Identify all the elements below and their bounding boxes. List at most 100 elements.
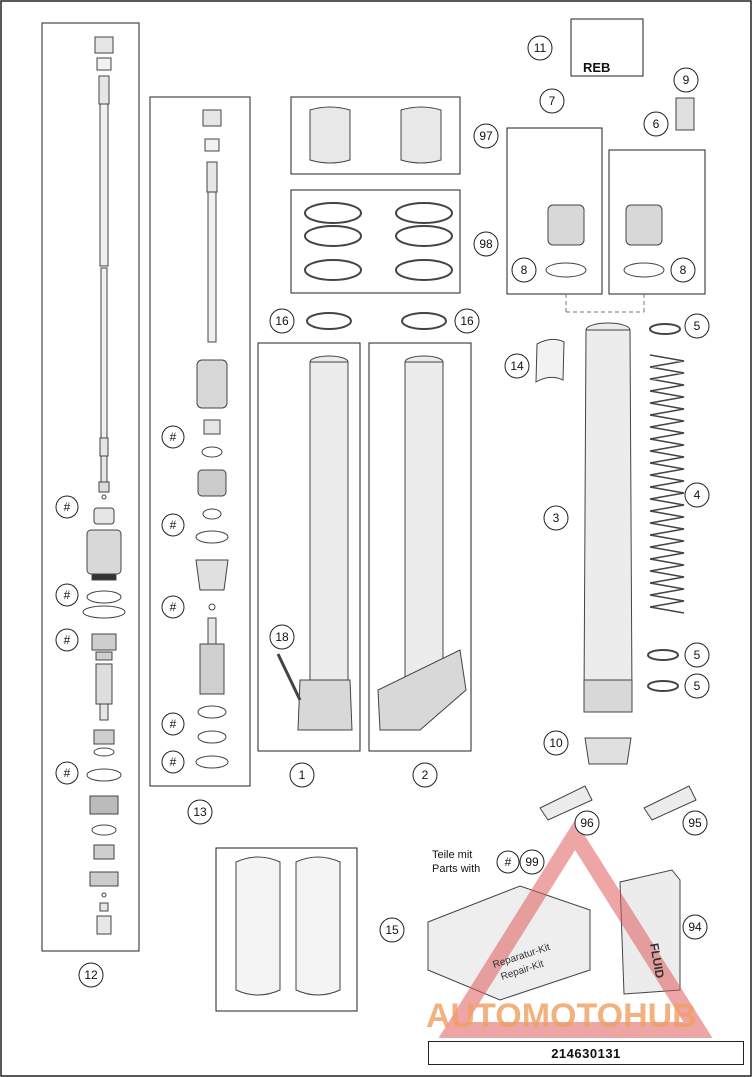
callout-c16a-label: 16 [275, 314, 289, 328]
callout-hash-9-label: # [505, 855, 512, 869]
callout-c12-circle [78, 962, 104, 988]
callout-hash-2-label: # [64, 633, 71, 647]
callout-c11-label: 11 [534, 41, 547, 55]
damper-parts-13 [195, 109, 229, 769]
callout-c8a-label: 8 [521, 263, 528, 277]
kit-note: Teile mit Parts with [432, 848, 480, 876]
callout-c5a-circle [684, 313, 710, 339]
callout-c6-circle [643, 111, 669, 137]
callout-c98-circle [473, 231, 499, 257]
watermark-text: AUTOMOTOHUB [426, 997, 697, 1035]
callout-c2-label: 2 [422, 768, 429, 782]
washers-5 [647, 323, 681, 692]
callout-c8b-label: 8 [680, 263, 687, 277]
outer-tube-2 [377, 355, 467, 731]
callout-hash-1-label: # [64, 588, 71, 602]
callout-c7-circle [539, 88, 565, 114]
callout-c96-circle [574, 810, 600, 836]
callout-c18-label: 18 [275, 630, 289, 644]
callout-c11-circle [527, 35, 553, 61]
callout-hash-8-label: # [170, 755, 177, 769]
callout-c6-label: 6 [653, 117, 660, 131]
callout-hash-4-circle [161, 425, 185, 449]
reb-label: REB [583, 60, 611, 75]
part-10 [584, 737, 632, 765]
callout-c18-circle [269, 624, 295, 650]
callout-c8b-circle [670, 257, 696, 283]
callout-c5c-label: 5 [694, 679, 701, 693]
callout-c13-circle [187, 799, 213, 825]
callout-hash-6-circle [161, 595, 185, 619]
callout-c15-circle [379, 917, 405, 943]
group-13-frame [149, 96, 251, 787]
callout-c95-circle [682, 810, 708, 836]
group-11-frame [570, 18, 644, 77]
callout-c14-label: 14 [510, 359, 524, 373]
document-number: 214630131 [428, 1041, 744, 1065]
callout-c98-label: 98 [479, 237, 493, 251]
rings-16 [306, 312, 447, 330]
callout-c94-label: 94 [688, 920, 702, 934]
callout-hash-3-circle [55, 761, 79, 785]
callout-hash-3-label: # [64, 766, 71, 780]
callout-hash-7-circle [161, 712, 185, 736]
callout-c2-circle [412, 762, 438, 788]
callout-c12-label: 12 [84, 968, 98, 982]
group-7-frame [506, 127, 603, 295]
callout-c96-label: 96 [580, 816, 594, 830]
group-98-frame [290, 189, 461, 294]
callout-c1-label: 1 [299, 768, 306, 782]
callout-c16a-circle [269, 308, 295, 334]
assembly-guides [565, 294, 645, 313]
callout-c99-circle [519, 849, 545, 875]
callout-c5a-label: 5 [694, 319, 701, 333]
callout-c16b-label: 16 [460, 314, 474, 328]
fork-caps [545, 97, 695, 278]
callout-hash-7-label: # [170, 717, 177, 731]
callout-c94-circle [682, 914, 708, 940]
callout-c4-label: 4 [694, 488, 701, 502]
callout-c3-label: 3 [553, 511, 560, 525]
callout-c5c-circle [684, 673, 710, 699]
callout-c14-circle [504, 353, 530, 379]
cartridge-parts-12 [82, 36, 126, 935]
callout-c1-circle [289, 762, 315, 788]
group-15-frame [215, 847, 358, 1012]
group-1-frame [257, 342, 361, 752]
watermark-logo [438, 819, 713, 1038]
part-14 [535, 338, 565, 383]
inner-tube-3 [583, 322, 633, 713]
callout-c15-label: 15 [385, 923, 399, 937]
callout-hash-5-circle [161, 513, 185, 537]
callout-hash-9-circle [496, 850, 520, 874]
callout-c3-circle [543, 505, 569, 531]
group-97-frame [290, 96, 461, 175]
callout-c97-label: 97 [479, 129, 493, 143]
callout-hash-1-circle [55, 583, 79, 607]
callout-c95-label: 95 [688, 816, 702, 830]
seals-98 [304, 202, 453, 281]
kit-note-line-2: Parts with [432, 863, 481, 875]
callout-c8a-circle [511, 257, 537, 283]
group-6-frame [608, 149, 706, 295]
callout-c99-label: 99 [525, 855, 539, 869]
callout-hash-5-label: # [170, 518, 177, 532]
callout-hash-2-circle [55, 628, 79, 652]
callout-c10-circle [543, 730, 569, 756]
callout-c97-circle [473, 123, 499, 149]
spring-4 [649, 354, 685, 614]
kit-note-line-1: Teile mit [432, 849, 473, 861]
callout-hash-0-circle [55, 495, 79, 519]
fork-guards-15 [235, 856, 341, 996]
callout-c16b-circle [454, 308, 480, 334]
callout-c5b-circle [684, 642, 710, 668]
outer-tube-1 [276, 355, 353, 731]
callout-c9-circle [673, 67, 699, 93]
callout-c4-circle [684, 482, 710, 508]
grease-tubes [539, 785, 697, 821]
callout-c9-label: 9 [683, 73, 690, 87]
callout-hash-6-label: # [170, 600, 177, 614]
callout-hash-8-circle [161, 750, 185, 774]
